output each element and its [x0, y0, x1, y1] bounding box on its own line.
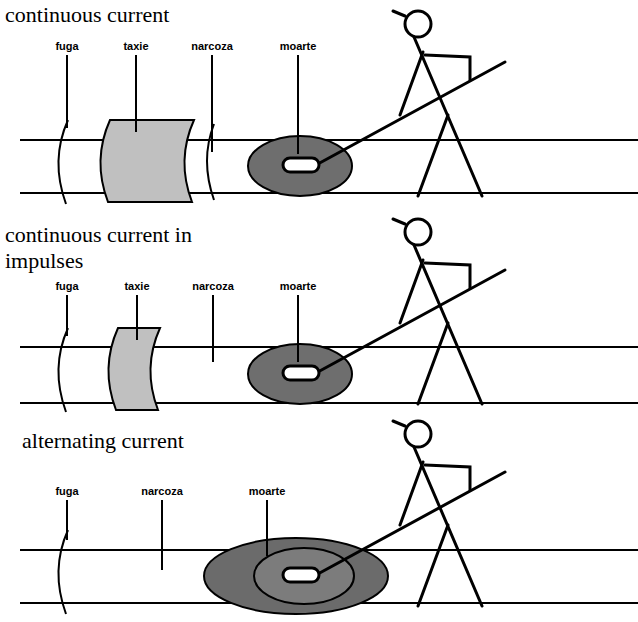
leader-line — [297, 55, 299, 154]
stick-figure — [283, 219, 505, 404]
zone-label-box: taxie — [124, 280, 149, 293]
zone-label-box: narcoza — [191, 40, 233, 53]
panel-continuous — [20, 55, 638, 204]
leader-line — [66, 55, 68, 128]
leader-line — [135, 55, 137, 132]
zone-label-box: fuga — [55, 485, 78, 498]
zone-label-box: narcoza — [141, 485, 183, 498]
zone-label: narcoza — [191, 40, 233, 53]
zone-label: fuga — [55, 40, 78, 53]
panel-title: continuous current in impulses — [5, 222, 245, 274]
leader-line — [212, 295, 214, 362]
panel-title-box: continuous current in impulses — [5, 222, 245, 274]
leader-line — [136, 295, 138, 340]
zone-label: moarte — [280, 280, 317, 293]
zone-label: taxie — [124, 280, 149, 293]
panel-title-box: alternating current — [22, 428, 422, 454]
zone-boundary — [58, 120, 68, 204]
panel-alternating — [20, 500, 638, 614]
zone-label: moarte — [280, 40, 317, 53]
taxie-band — [108, 328, 160, 410]
electrode-field — [254, 548, 354, 604]
taxie-band — [100, 120, 194, 202]
panel-impulses — [20, 295, 638, 412]
zone-label: taxie — [123, 40, 148, 53]
leader-line — [297, 295, 299, 362]
leader-line — [161, 500, 163, 570]
zone-label: fuga — [55, 485, 78, 498]
zone-label: narcoza — [141, 485, 183, 498]
zone-label: moarte — [249, 485, 286, 498]
stick-figure — [283, 421, 505, 606]
zone-label-box: moarte — [280, 280, 317, 293]
leader-line — [66, 500, 68, 540]
moarte-zone — [248, 344, 352, 404]
panel-title: alternating current — [22, 428, 422, 454]
zone-label: narcoza — [192, 280, 234, 293]
zone-boundary — [58, 328, 68, 412]
leader-line — [266, 500, 268, 556]
leader-line — [66, 295, 68, 336]
stick-figure — [283, 11, 505, 196]
zone-label-box: taxie — [123, 40, 148, 53]
zone-label-box: moarte — [249, 485, 286, 498]
zone-label-box: narcoza — [192, 280, 234, 293]
zone-boundary — [58, 530, 68, 614]
panel-title-box: continuous current — [5, 2, 405, 28]
zone-label: fuga — [55, 280, 78, 293]
zone-label-box: fuga — [55, 280, 78, 293]
panel-title: continuous current — [5, 2, 405, 28]
leader-line — [211, 55, 213, 152]
zone-label-box: fuga — [55, 40, 78, 53]
moarte-zone — [248, 136, 352, 196]
zone-label-box: moarte — [280, 40, 317, 53]
